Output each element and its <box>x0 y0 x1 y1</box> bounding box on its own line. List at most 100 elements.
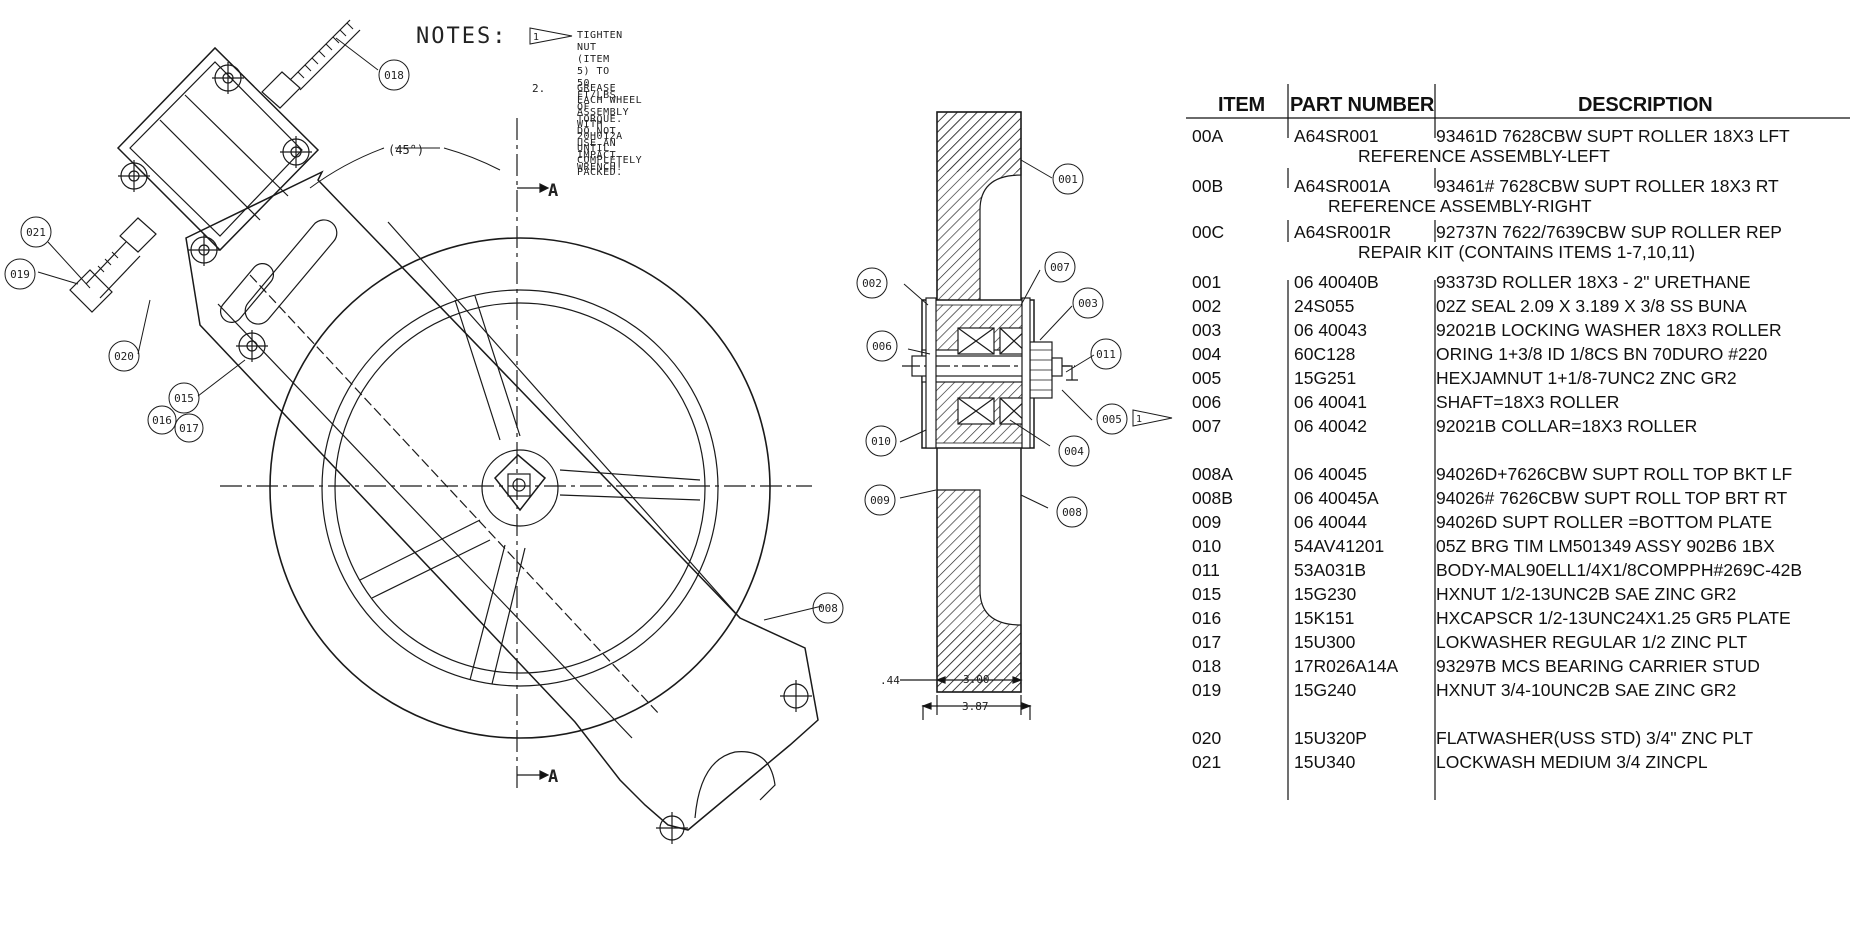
leader-lines <box>37 37 1095 621</box>
row-description: 93461D 7628CBW SUPT ROLLER 18X3 LFT <box>1436 126 1790 146</box>
row-item: 004 <box>1192 344 1222 364</box>
row-part-number: 06 40043 <box>1294 320 1367 340</box>
row-item: 018 <box>1192 656 1222 676</box>
balloon-007: 007 <box>1050 261 1070 274</box>
row-description: SHAFT=18X3 ROLLER <box>1436 392 1620 412</box>
section-mark-top: A <box>548 181 558 201</box>
dim-300: 3.00 <box>963 673 990 686</box>
balloon-005: 005 <box>1102 413 1122 426</box>
row-part-number: 06 40045 <box>1294 464 1367 484</box>
row-item: 017 <box>1192 632 1222 652</box>
row-part-number: 15G251 <box>1294 368 1357 388</box>
row-description: HXCAPSCR 1/2-13UNC24X1.25 GR5 PLATE <box>1436 608 1791 628</box>
row-item: 002 <box>1192 296 1222 316</box>
row-part-number: A64SR001A <box>1294 176 1391 196</box>
balloon-015: 015 <box>174 392 194 405</box>
note-1: TIGHTEN NUT (ITEM 5) TO 50 FT/LBS OF TOR… <box>577 30 623 174</box>
row-description: 93373D ROLLER 18X3 - 2" URETHANE <box>1436 272 1751 292</box>
row-item: 003 <box>1192 320 1222 340</box>
row-description: FLATWASHER(USS STD) 3/4" ZNC PLT <box>1436 728 1754 748</box>
row-part-number: 53A031B <box>1294 560 1367 580</box>
wheel-section-view <box>900 111 1078 720</box>
row-part-number: 06 40044 <box>1294 512 1367 532</box>
balloon-001: 001 <box>1058 173 1078 186</box>
row-description: 92021B LOCKING WASHER 18X3 ROLLER <box>1436 320 1782 340</box>
note-1-line-2: DO NOT USE AN IMPACT WRENCH! <box>577 126 623 173</box>
row-item: 021 <box>1192 752 1222 772</box>
row-item: 010 <box>1192 536 1222 556</box>
balloon-020: 020 <box>114 350 134 363</box>
balloon-016: 016 <box>152 414 172 427</box>
row-description: HXNUT 3/4-10UNC2B SAE ZINC GR2 <box>1436 680 1737 700</box>
row-part-number: A64SR001R <box>1294 222 1392 242</box>
balloon-008-right: 008 <box>1062 506 1082 519</box>
row-item: 016 <box>1192 608 1222 628</box>
header-description: DESCRIPTION <box>1578 94 1713 116</box>
balloon-010: 010 <box>871 435 891 448</box>
row-description: 92021B COLLAR=18X3 ROLLER <box>1436 416 1698 436</box>
row-description-continued: REFERENCE ASSEMBLY-RIGHT <box>1328 196 1592 216</box>
balloon-004: 004 <box>1064 445 1084 458</box>
row-item: 005 <box>1192 368 1222 388</box>
balloon-011: 011 <box>1096 348 1116 361</box>
wheel-side-view <box>220 118 812 790</box>
note-2: GREASE EACH WHEEL ASSEMBLY WITH 20H012A … <box>577 83 642 179</box>
row-description: 94026# 7626CBW SUPT ROLL TOP BRT RT <box>1436 488 1788 508</box>
row-description-continued: REPAIR KIT (CONTAINS ITEMS 1-7,10,11) <box>1358 242 1696 262</box>
note-1-line-1: TIGHTEN NUT (ITEM 5) TO 50 FT/LBS OF TOR… <box>577 30 623 125</box>
carrier-bolts <box>118 62 312 362</box>
dim-387: 3.87 <box>962 700 989 713</box>
row-description: 02Z SEAL 2.09 X 3.189 X 3/8 SS BUNA <box>1436 296 1747 316</box>
row-item: 006 <box>1192 392 1222 412</box>
row-item: 001 <box>1192 272 1222 292</box>
balloon-019: 019 <box>10 268 30 281</box>
item005-flag-number: 1 <box>1136 414 1142 425</box>
balloon-006: 006 <box>872 340 892 353</box>
bearings <box>957 327 1029 425</box>
row-part-number: 24S055 <box>1294 296 1355 316</box>
row-description: HXNUT 1/2-13UNC2B SAE ZINC GR2 <box>1436 584 1737 604</box>
row-item: 00A <box>1192 126 1224 146</box>
row-item: 011 <box>1192 560 1220 580</box>
row-part-number: 06 40042 <box>1294 416 1367 436</box>
row-part-number: 54AV41201 <box>1294 536 1385 556</box>
support-bracket <box>185 170 819 844</box>
row-description: 93297B MCS BEARING CARRIER STUD <box>1436 656 1760 676</box>
row-description: LOKWASHER REGULAR 1/2 ZINC PLT <box>1436 632 1748 652</box>
note-2-line-2: COMPLETELY PACKED. <box>577 155 643 178</box>
row-description: 93461# 7628CBW SUPT ROLLER 18X3 RT <box>1436 176 1779 196</box>
balloon-009: 009 <box>870 494 890 507</box>
row-part-number: 15G230 <box>1294 584 1357 604</box>
note-2-line-1: GREASE EACH WHEEL ASSEMBLY WITH 20H012A … <box>577 83 643 154</box>
row-item: 019 <box>1192 680 1222 700</box>
row-description: 05Z BRG TIM LM501349 ASSY 902B6 1BX <box>1436 536 1775 556</box>
header-item: ITEM <box>1218 94 1265 116</box>
balloon-circles <box>4 59 1128 624</box>
bolt-hole-markers <box>656 680 812 844</box>
table-rules <box>1186 84 1850 800</box>
balloon-018: 018 <box>384 69 404 82</box>
row-description-continued: REFERENCE ASSEMBLY-LEFT <box>1358 146 1610 166</box>
dim-044: .44 <box>880 674 900 687</box>
row-item: 007 <box>1192 416 1222 436</box>
balloon-003: 003 <box>1078 297 1098 310</box>
row-description: LOCKWASH MEDIUM 3/4 ZINCPL <box>1436 752 1708 772</box>
section-mark-bottom: A <box>548 767 558 787</box>
balloon-008-left: 008 <box>818 602 838 615</box>
row-item: 020 <box>1192 728 1222 748</box>
row-part-number: A64SR001 <box>1294 126 1379 146</box>
row-part-number: 06 40045A <box>1294 488 1379 508</box>
row-part-number: 15U300 <box>1294 632 1356 652</box>
balloon-002: 002 <box>862 277 882 290</box>
row-part-number: 06 40040B <box>1294 272 1379 292</box>
balloon-017: 017 <box>179 422 199 435</box>
notes-heading: NOTES: <box>416 24 508 49</box>
row-part-number: 15U340 <box>1294 752 1356 772</box>
row-description: BODY-MAL90ELL1/4X1/8COMPPH#269C-42B <box>1436 560 1803 580</box>
row-part-number: 06 40041 <box>1294 392 1367 412</box>
note1-flag-number: 1 <box>533 32 539 43</box>
row-part-number: 15U320P <box>1294 728 1367 748</box>
row-part-number: 17R026A14A <box>1294 656 1399 676</box>
row-description: HEXJAMNUT 1+1/8-7UNC2 ZNC GR2 <box>1436 368 1737 388</box>
